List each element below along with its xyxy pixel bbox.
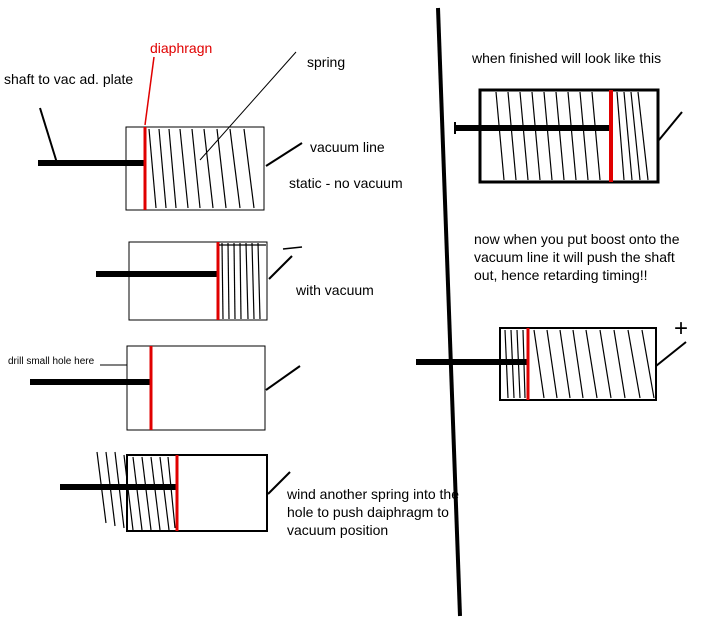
diaphragm-leader bbox=[144, 56, 155, 126]
canister-body bbox=[128, 241, 268, 321]
label-diaphragm: diaphragn bbox=[150, 40, 213, 56]
spring bbox=[495, 91, 649, 181]
label-drill: drill small hole here bbox=[8, 356, 95, 367]
plus-sign: + bbox=[674, 315, 689, 342]
spring bbox=[96, 451, 176, 531]
minus-sign bbox=[282, 246, 303, 250]
shaft-leader bbox=[39, 107, 58, 164]
label-finished: when finished will look like this bbox=[472, 50, 662, 66]
label-shaft: shaft to vac ad. plate bbox=[4, 71, 134, 87]
spring bbox=[148, 128, 255, 209]
divider-line bbox=[436, 7, 462, 617]
spring bbox=[504, 329, 655, 399]
label-static: static - no vacuum bbox=[289, 175, 403, 191]
label-boost: now when you put boost onto the vacuum l… bbox=[474, 231, 680, 283]
spring-leader bbox=[199, 51, 297, 161]
canister-body bbox=[126, 454, 268, 532]
spring bbox=[219, 242, 266, 320]
canister-boost bbox=[416, 327, 687, 401]
canister-finished bbox=[454, 88, 683, 184]
canister-wind bbox=[60, 451, 291, 532]
label-vacuum-line: vacuum line bbox=[310, 139, 385, 155]
canister-static bbox=[38, 51, 303, 211]
canister-body bbox=[125, 126, 265, 211]
vacuum-line-pipe bbox=[267, 471, 291, 495]
vacuum-line-pipe bbox=[265, 365, 301, 391]
vacuum-line-pipe bbox=[655, 341, 687, 367]
vacuum-line-pipe bbox=[265, 142, 303, 167]
label-spring: spring bbox=[307, 54, 346, 70]
canister-body bbox=[478, 88, 660, 184]
vacuum-line-pipe bbox=[658, 111, 683, 141]
label-wind: wind another spring into the hole to pus… bbox=[287, 486, 459, 538]
label-with-vacuum: with vacuum bbox=[296, 282, 374, 298]
canister-vacuum bbox=[96, 241, 303, 321]
vacuum-line-pipe bbox=[268, 255, 293, 280]
canister-body bbox=[126, 345, 266, 431]
canister-drill bbox=[30, 345, 301, 431]
